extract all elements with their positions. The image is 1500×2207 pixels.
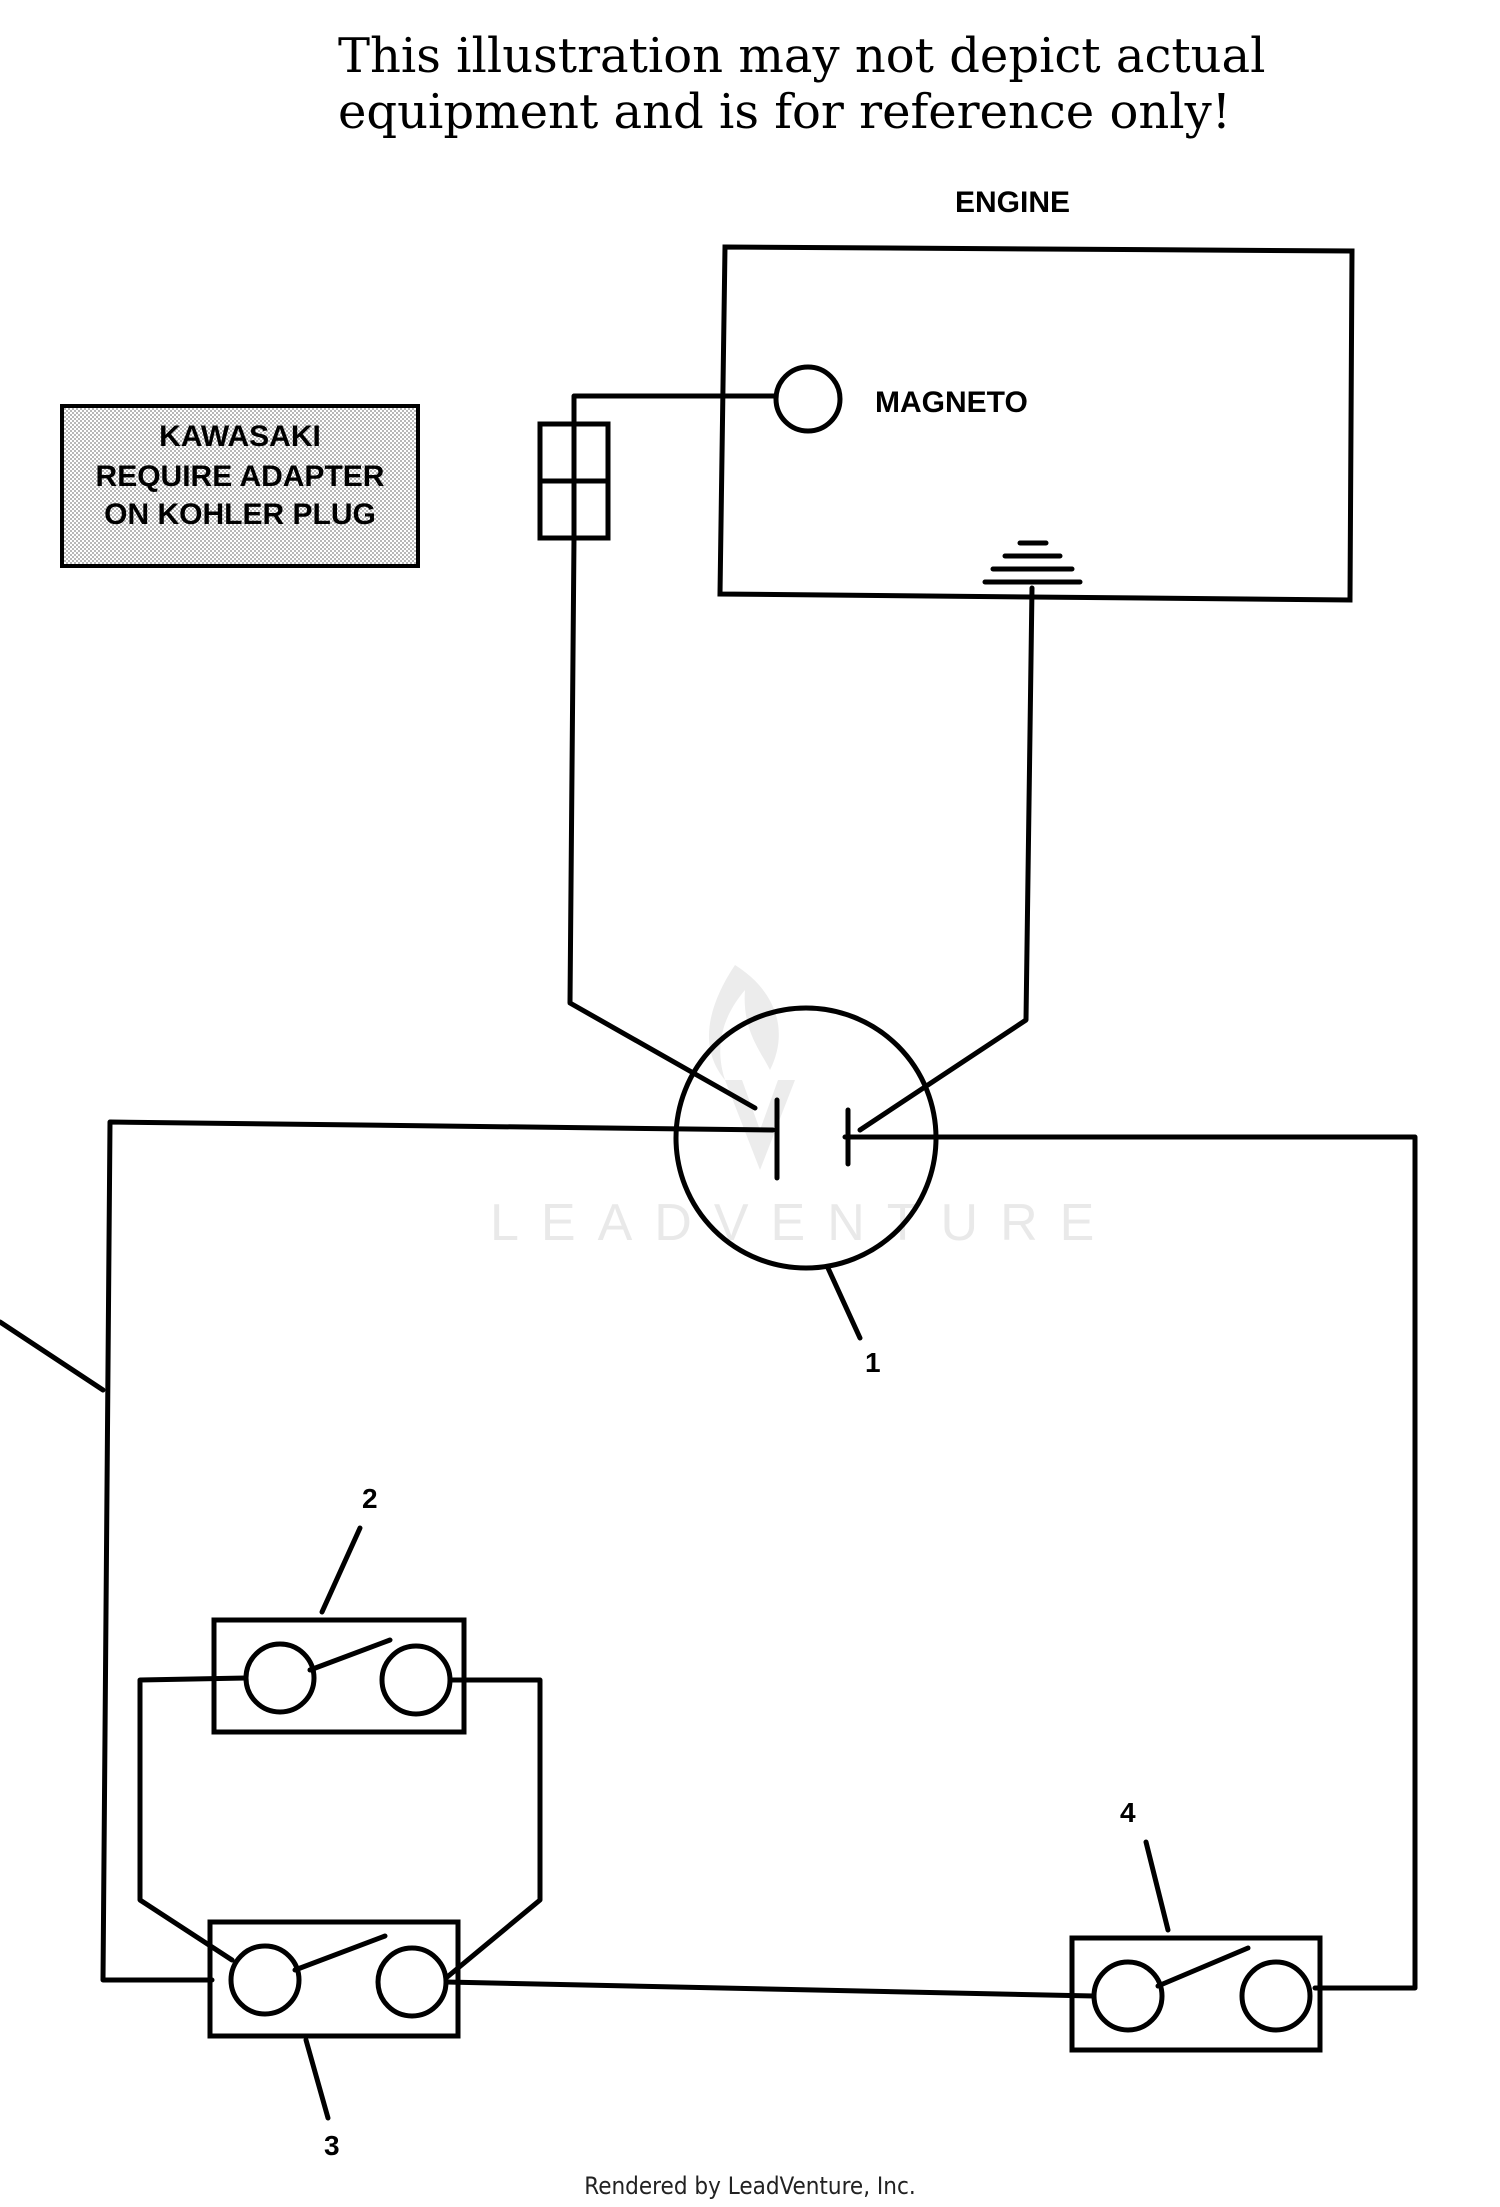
footer-credit: Rendered by LeadVenture, Inc.	[584, 2172, 915, 2200]
circuit-wire-right	[842, 1134, 1418, 1991]
engine-title: ENGINE	[955, 186, 1070, 219]
callout-3: 3	[324, 2130, 340, 2161]
callout-2: 2	[362, 1483, 378, 1514]
note-line-2: REQUIRE ADAPTER	[96, 460, 385, 493]
switch-4	[1069, 1935, 1323, 2053]
magneto-label: MAGNETO	[875, 386, 1028, 419]
note-line-1: KAWASAKI	[159, 420, 321, 453]
switch-2-left-wire	[137, 1675, 249, 1963]
disclaimer-line-2: equipment and is for reference only!	[338, 84, 1231, 140]
magneto-icon	[773, 364, 843, 434]
engine-block	[717, 244, 1355, 603]
adapter-plug-connector	[537, 421, 611, 541]
disclaimer-line-1: This illustration may not depict actual	[338, 28, 1266, 84]
switch-2-right-wire	[443, 1677, 543, 1981]
callout-1-leader	[825, 1265, 863, 1341]
ground-icon	[982, 540, 1083, 585]
kawasaki-note-box: KAWASAKI REQUIRE ADAPTER ON KOHLER PLUG	[60, 404, 420, 568]
callout-4-leader	[1143, 1839, 1171, 1933]
switch-3	[207, 1919, 461, 2039]
magneto-wire	[571, 393, 779, 427]
note-line-3: ON KOHLER PLUG	[104, 498, 376, 531]
callout-1: 1	[865, 1347, 881, 1378]
watermark-flame-icon	[708, 965, 795, 1170]
switch-3-to-4-wire	[443, 1979, 1097, 1999]
callout-4: 4	[1120, 1797, 1136, 1828]
ground-wire-right	[857, 585, 1035, 1133]
callout-2-leader	[319, 1525, 363, 1615]
switch-2	[211, 1617, 467, 1735]
circuit-wire-left	[100, 1119, 776, 1983]
watermark-text: LEADVENTURE	[490, 1194, 1116, 1252]
external-lead-wire	[0, 1319, 106, 1393]
callout-3-leader	[303, 2037, 331, 2121]
kill-wire-left	[567, 535, 758, 1111]
